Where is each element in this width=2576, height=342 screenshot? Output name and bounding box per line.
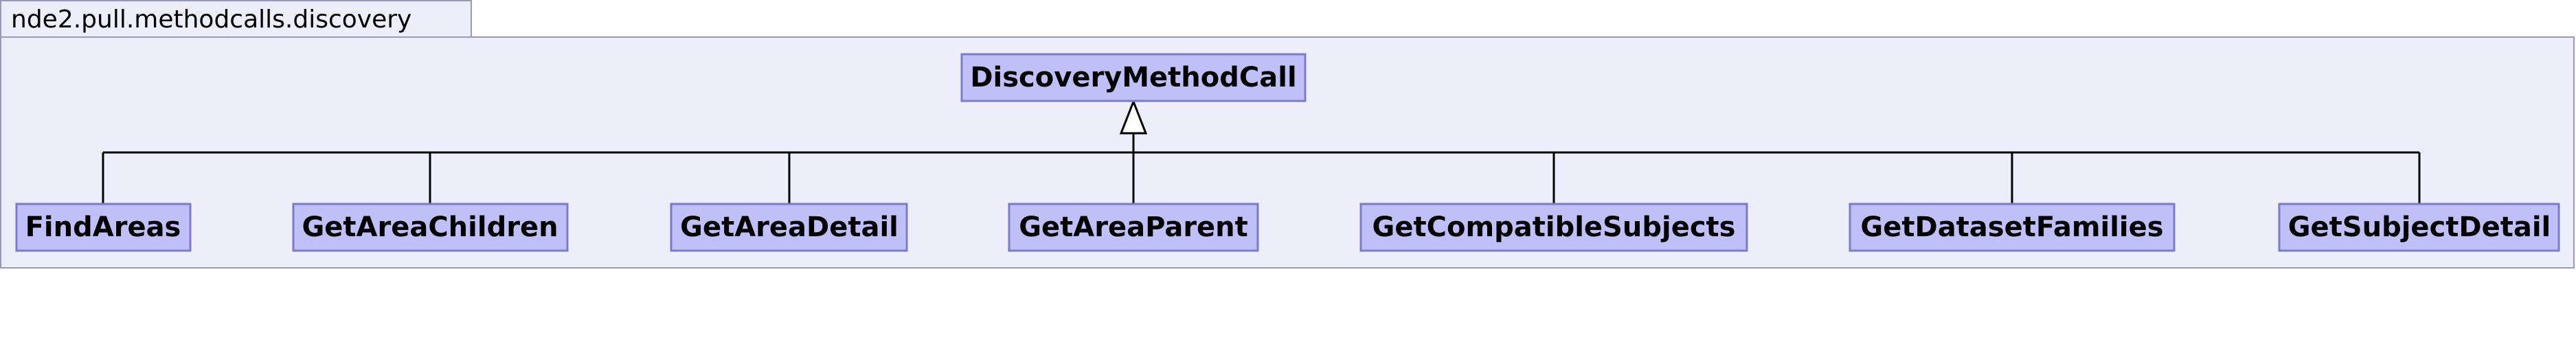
- class-get-subject-detail[interactable]: GetSubjectDetail: [2278, 203, 2560, 252]
- class-name: DiscoveryMethodCall: [970, 62, 1296, 93]
- class-name: GetSubjectDetail: [2288, 212, 2551, 243]
- class-box[interactable]: [2278, 203, 2560, 252]
- package-name: nde2.pull.methodcalls.discovery: [11, 5, 411, 34]
- class-find-areas[interactable]: FindAreas: [15, 203, 192, 252]
- class-box[interactable]: [292, 203, 569, 252]
- class-name: FindAreas: [25, 212, 181, 243]
- package-tab: [0, 0, 472, 38]
- class-get-dataset-families[interactable]: GetDatasetFamilies: [1849, 203, 2176, 252]
- class-get-area-parent[interactable]: GetAreaParent: [1008, 203, 1259, 252]
- class-box[interactable]: [1849, 203, 2176, 252]
- class-get-area-children[interactable]: GetAreaChildren: [292, 203, 569, 252]
- class-box[interactable]: [670, 203, 908, 252]
- inheritance-edges: [102, 98, 2421, 204]
- class-name: GetAreaChildren: [302, 212, 558, 243]
- class-name: GetDatasetFamilies: [1860, 212, 2163, 243]
- class-box[interactable]: [1359, 203, 1748, 252]
- class-get-compatible-subjects[interactable]: GetCompatibleSubjects: [1359, 203, 1748, 252]
- class-box[interactable]: [960, 53, 1307, 102]
- class-box[interactable]: [1008, 203, 1259, 252]
- class-name: GetAreaDetail: [680, 212, 899, 243]
- inheritance-arrow-icon: [1119, 98, 1148, 135]
- class-name: GetCompatibleSubjects: [1372, 212, 1736, 243]
- class-discovery-method-call[interactable]: DiscoveryMethodCall: [960, 53, 1307, 102]
- class-name: GetAreaParent: [1019, 212, 1248, 243]
- class-get-area-detail[interactable]: GetAreaDetail: [670, 203, 908, 252]
- class-box[interactable]: [15, 203, 192, 252]
